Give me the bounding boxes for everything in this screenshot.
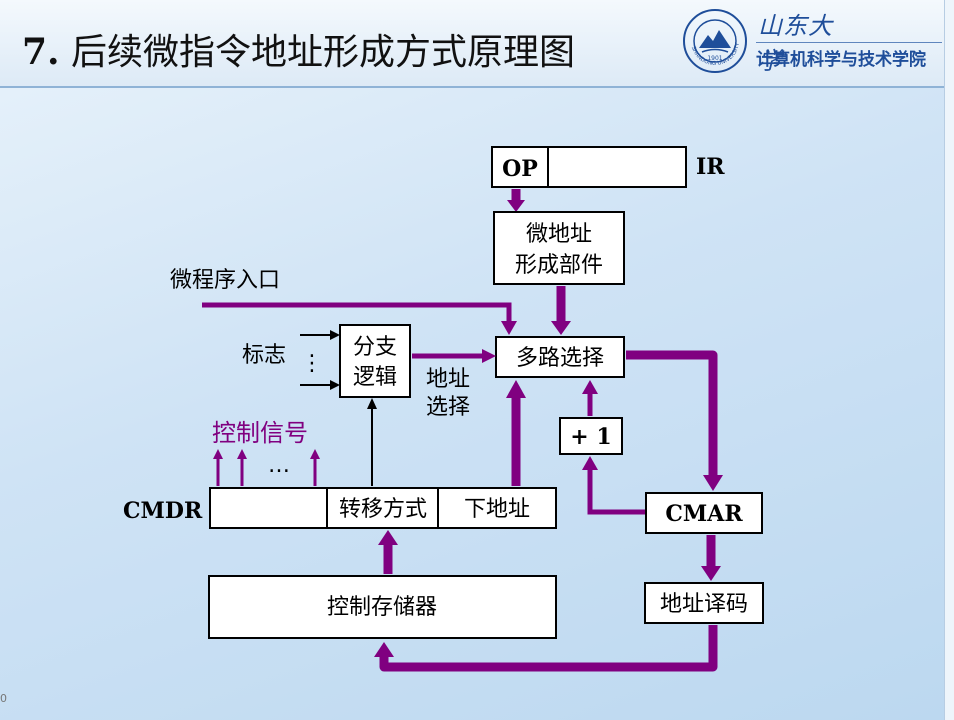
cmar-register <box>645 492 763 534</box>
slide-header <box>0 0 954 86</box>
mux-label: 多路选择 <box>516 346 604 371</box>
entry-bus <box>202 302 512 324</box>
flags-label: 标志 <box>242 343 286 368</box>
slide-title-text: 后续微指令地址形成方式原理图 <box>71 32 576 73</box>
cmar-label: CMAR <box>665 501 743 527</box>
header-divider <box>0 86 954 88</box>
mux-box <box>495 336 625 378</box>
school-name: 计算机科学与技术学院 <box>756 50 926 70</box>
window-edge <box>944 0 954 720</box>
signals-ellipsis: … <box>268 453 290 478</box>
slide-title: 7. 后续微指令地址形成方式原理图 <box>22 28 575 76</box>
addr-decoder-box <box>644 582 764 624</box>
addr-generator-box <box>493 211 625 285</box>
decoder-to-store-bus <box>379 625 718 672</box>
ir-label: IR <box>696 154 725 180</box>
generator-bus-arrow <box>551 321 571 335</box>
addr-select-label-1: 地址 <box>426 367 470 392</box>
entry-bus-arrow <box>501 321 517 335</box>
cmdr-transfer-field: 转移方式 <box>339 497 427 522</box>
addr-generator-label-2: 形成部件 <box>515 253 603 278</box>
cmar-to-decoder-arrow <box>701 566 721 581</box>
ir-register <box>491 146 687 188</box>
cmar-to-increment-arrow <box>582 456 598 470</box>
mux-to-cmar-arrow <box>703 475 723 491</box>
university-script-logo: 山东大学 <box>758 12 833 75</box>
cmdr-next-addr-field: 下地址 <box>464 497 530 522</box>
addr-generator-label-1: 微地址 <box>526 222 592 247</box>
transfer-to-branch-arrow <box>367 398 377 409</box>
op-bus-arrow <box>507 200 525 212</box>
branch-logic-label-1: 分支 <box>353 335 397 360</box>
branch-logic-label-2: 逻辑 <box>353 365 397 390</box>
increment-box <box>559 417 623 455</box>
store-to-cmdr-arrow <box>378 530 398 545</box>
signal-arrow-2 <box>237 449 247 459</box>
branch-bus-arrow <box>482 349 496 363</box>
university-seal-icon: 1901 SHANDONG UNIVERSITY <box>683 9 747 73</box>
branch-logic-box <box>339 324 411 398</box>
mux-to-cmar-bus <box>626 350 718 478</box>
decoder-to-store-arrow <box>374 642 394 657</box>
flags-ellipsis: ⋮ <box>301 351 323 376</box>
cmar-to-increment-bus <box>587 468 645 515</box>
control-signals-label: 控制信号 <box>212 419 308 447</box>
page-mark: 0 <box>0 692 7 705</box>
ir-op-field: OP <box>502 156 538 182</box>
next-addr-bus-arrow <box>506 380 526 398</box>
cmdr-label: CMDR <box>123 498 203 524</box>
increment-bus-arrow <box>582 380 598 394</box>
increment-label: + 1 <box>570 424 611 450</box>
logo-divider <box>756 42 942 43</box>
addr-decoder-label: 地址译码 <box>660 592 748 617</box>
entry-label: 微程序入口 <box>170 268 280 293</box>
slide-number: 7. <box>22 31 60 73</box>
flag-arrow-1 <box>330 330 340 340</box>
signal-arrow-1 <box>213 449 223 459</box>
addr-select-label-2: 选择 <box>426 395 470 420</box>
cmdr-register <box>209 487 557 529</box>
control-store-label: 控制存储器 <box>327 595 437 620</box>
signal-arrow-3 <box>310 449 320 459</box>
control-store-box <box>208 575 557 639</box>
seal-year: 1901 <box>707 55 722 62</box>
flag-arrow-2 <box>330 380 340 390</box>
